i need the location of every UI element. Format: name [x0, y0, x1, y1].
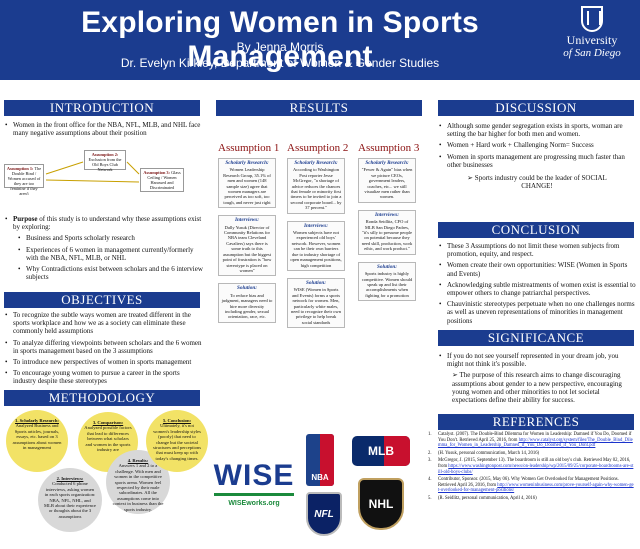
objective-item: To analyze differing viewpoints between … — [4, 339, 204, 355]
objectives-heading: OBJECTIVES — [4, 292, 200, 308]
poster-header: Exploring Women in Sports Management By … — [0, 0, 640, 80]
conclusion-item: These 3 Assumptions do not limit these w… — [438, 242, 636, 258]
nfl-logo: NFL — [306, 492, 342, 536]
discussion-item: Women + Hard work + Challenging Norm= Su… — [438, 141, 636, 149]
reference-item: 1.Catalyst. (2007). The Double-Bind Dile… — [428, 432, 633, 449]
research-box: Scholarly Research:According to Washingt… — [287, 158, 345, 214]
discussion-callout: ➢ Sports industry could be the leader of… — [467, 174, 607, 191]
solution-box: Solution:Sports industry is highly compe… — [358, 261, 416, 302]
arrow-right-icon: ➢ — [452, 371, 460, 380]
reference-item: 2.(H. Yusuk, personal communication, Mar… — [428, 450, 540, 456]
wise-logo: WISE WISEworks.org — [213, 459, 295, 507]
results-assumption-2: Assumption 2 Scholarly Research:Accordin… — [287, 142, 348, 335]
advisor-line: Dr. Evelyn Kirkley, Department of Women … — [120, 56, 440, 70]
diagram-arrows — [45, 161, 140, 183]
purpose-item: Why Contradictions exist between scholar… — [4, 265, 204, 281]
objectives-list: To recognize the subtle ways women are t… — [4, 311, 204, 389]
references-list: 1.Catalyst. (2007). The Double-Bind Dile… — [428, 432, 634, 504]
mlb-logo: MLB — [352, 436, 410, 466]
method-step-2: 2. Interviews: Conducted 6 phone intervi… — [38, 468, 102, 532]
conclusion-list: These 3 Assumptions do not limit these w… — [438, 242, 636, 328]
reference-item: 5.(R. Seidlitz, personal communication, … — [428, 495, 537, 501]
university-logo: University of San Diego — [554, 6, 630, 74]
conclusion-heading: CONCLUSION — [438, 222, 634, 238]
results-heading: RESULTS — [216, 100, 422, 116]
significance-callout: ➢ The purpose of this research aims to c… — [452, 371, 622, 405]
purpose-item: Business and Sports scholarly research — [4, 234, 204, 242]
significance-text: If you do not see yourself represented i… — [438, 352, 636, 404]
diagram-assumption-2: Assumption 2: Exclusion from the Old Boy… — [84, 150, 126, 172]
discussion-item: Although some gender segregation exists … — [438, 122, 636, 138]
author-line: By Jenna Morris — [236, 40, 324, 54]
research-box: Scholarly Research:Women Leadership Rese… — [218, 158, 276, 209]
results-assumption-3: Assumption 3 Scholarly Research:"Fewer &… — [358, 142, 419, 308]
introduction-text: Women in the front office for the NBA, N… — [4, 121, 204, 140]
research-box: Scholarly Research:"Fewer & Again" bias … — [358, 158, 416, 203]
objective-item: To introduce new perspectives of women i… — [4, 358, 204, 366]
interviews-box: Interviews:Ronda Seidlitz, CFO of MLB Sa… — [358, 209, 416, 255]
objective-item: To recognize the subtle ways women are t… — [4, 311, 204, 336]
reference-item: 3.McGregor, J. (2015, September 13). The… — [428, 458, 634, 475]
crest-icon — [581, 6, 603, 32]
reference-item: 4.Contributor, Sponsor. (2015, May 06). … — [428, 477, 634, 494]
method-step-4: 4. Results: Answers 1 and 2 to a challen… — [106, 450, 170, 514]
introduction-heading: INTRODUCTION — [4, 100, 200, 116]
reference-link[interactable]: http://www.womeninbusiness.com/prove-you… — [438, 482, 634, 494]
significance-heading: SIGNIFICANCE — [438, 330, 634, 346]
assumptions-diagram: Assumption 1: The Double Bind / Women ac… — [4, 150, 204, 208]
diagram-assumption-3: Assumption 3: Glass Ceiling / Women Hara… — [140, 168, 184, 192]
method-step-5: 5. Conclusion: Ultimately, it's not wome… — [146, 410, 208, 472]
methodology-heading: METHODOLOGY — [4, 390, 200, 406]
interviews-box: Interviews:Women subjects have not exper… — [287, 220, 345, 271]
results-assumption-1: Assumption 1 Scholarly Research:Women Le… — [218, 142, 279, 330]
diagram-assumption-1: Assumption 1: The Double Bind / Women ac… — [4, 164, 44, 196]
objective-item: To encourage young women to pursue a car… — [4, 369, 204, 385]
discussion-heading: DISCUSSION — [438, 100, 634, 116]
reference-link[interactable]: http://www.catalyst.org/system/files/The… — [438, 437, 633, 449]
nba-logo: NBA — [306, 434, 334, 486]
poster-title: Exploring Women in Sports Management — [81, 6, 479, 73]
purpose-item: Experiences of 6 women in management cur… — [4, 246, 204, 262]
references-heading: REFERENCES — [438, 414, 634, 430]
interviews-box: Interviews:Dally Yusuk (Director of Comm… — [218, 215, 276, 277]
purpose-text: Purpose of this study is to understand w… — [4, 215, 204, 284]
conclusion-item: Chauvinistic stereotypes perpetuate when… — [438, 300, 636, 325]
discussion-list: Although some gender segregation exists … — [438, 122, 636, 190]
discussion-item: Women in sports management are progressi… — [438, 153, 636, 169]
conclusion-item: Women create their own opportunities: WI… — [438, 261, 636, 277]
conclusion-item: Acknowledging subtle mistreatments of wo… — [438, 281, 636, 297]
reference-link[interactable]: https://www.washingtonpost.com/news/on-l… — [438, 463, 634, 475]
method-step-1: 1. Scholarly Research: Analyzed Business… — [6, 410, 68, 472]
solution-box: Solution:To reduce bias and judgment, ma… — [218, 283, 276, 323]
nhl-logo: NHL — [358, 478, 404, 530]
solution-box: Solution:WISE (Women in Sports and Event… — [287, 277, 345, 329]
arrow-right-icon: ➢ — [467, 174, 475, 183]
